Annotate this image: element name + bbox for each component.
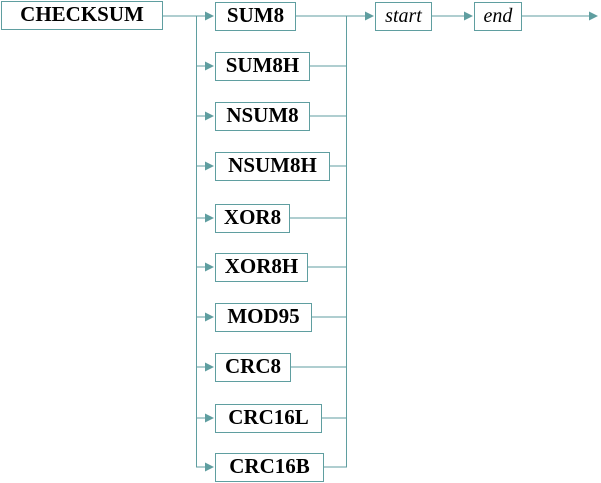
arrowhead-in-9 (205, 413, 214, 423)
node-sum8h[interactable]: SUM8H (215, 52, 310, 81)
node-crc8[interactable]: CRC8 (215, 353, 291, 382)
arrowhead-in-2 (205, 61, 214, 71)
node-crc16l-label: CRC16L (228, 405, 309, 429)
arrowhead-in-1 (205, 11, 214, 21)
node-mod95-label: MOD95 (227, 304, 300, 328)
node-crc16b-label: CRC16B (229, 454, 310, 478)
arrowhead-in-10 (205, 462, 214, 472)
node-nsum8h-label: NSUM8H (228, 153, 317, 177)
arrowhead-exit (589, 11, 598, 21)
node-nsum8h[interactable]: NSUM8H (215, 152, 330, 181)
node-xor8[interactable]: XOR8 (215, 204, 290, 233)
arrowhead-in-5 (205, 213, 214, 223)
node-checksum-label: CHECKSUM (20, 2, 144, 26)
node-start[interactable]: start (375, 2, 432, 31)
node-sum8h-label: SUM8H (225, 53, 300, 77)
node-sum8[interactable]: SUM8 (215, 2, 296, 31)
arrowhead-in-4 (205, 161, 214, 171)
arrowhead-in-8 (205, 362, 214, 372)
arrowhead-end (464, 11, 473, 21)
node-end-label: end (483, 4, 513, 27)
node-mod95[interactable]: MOD95 (215, 303, 312, 332)
node-crc8-label: CRC8 (225, 354, 281, 378)
node-crc16l[interactable]: CRC16L (215, 404, 322, 433)
node-xor8-label: XOR8 (223, 205, 282, 229)
arrowhead-in-6 (205, 262, 214, 272)
node-xor8h-label: XOR8H (224, 254, 299, 278)
node-end[interactable]: end (474, 2, 522, 31)
arrowhead-in-7 (205, 312, 214, 322)
arrowhead-in-3 (205, 111, 214, 121)
node-nsum8[interactable]: NSUM8 (215, 102, 310, 131)
node-xor8h[interactable]: XOR8H (215, 253, 308, 282)
node-start-label: start (385, 4, 422, 27)
node-crc16b[interactable]: CRC16B (215, 453, 324, 482)
node-checksum[interactable]: CHECKSUM (1, 1, 163, 30)
node-nsum8-label: NSUM8 (226, 103, 299, 127)
arrowhead-start (365, 11, 374, 21)
node-sum8-label: SUM8 (226, 3, 285, 27)
